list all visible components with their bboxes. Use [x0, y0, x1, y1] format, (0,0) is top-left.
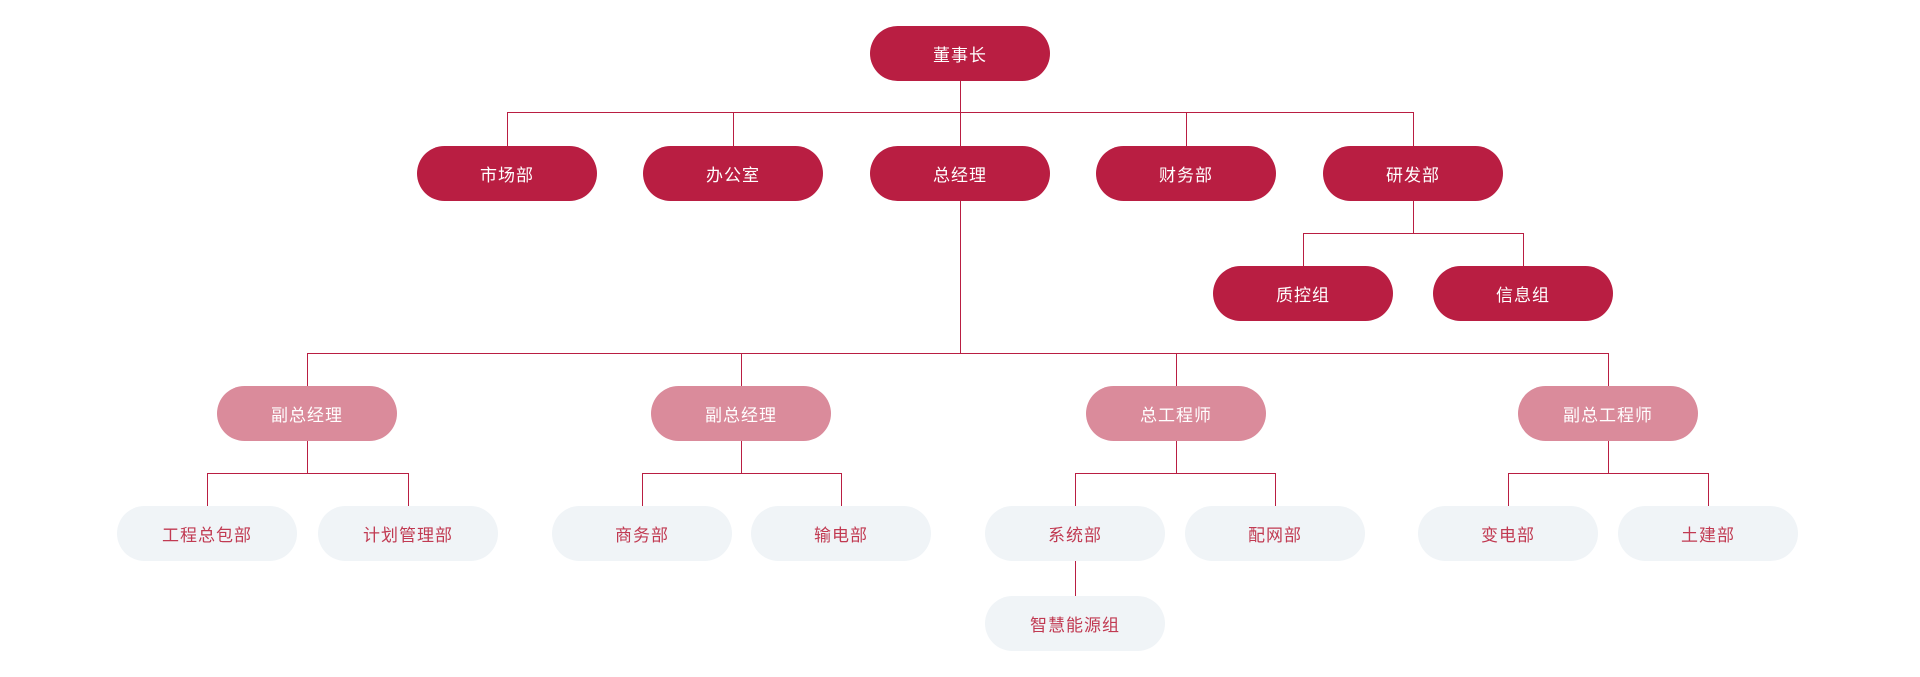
connector-line: [507, 112, 508, 146]
connector-line: [960, 81, 961, 112]
org-node-label: 副总工程师: [1563, 406, 1653, 425]
org-node-quality-control: 质控组: [1213, 266, 1393, 321]
connector-line: [307, 441, 308, 473]
org-node-label: 系统部: [1048, 526, 1102, 545]
org-node-civil: 土建部: [1618, 506, 1798, 561]
connector-line: [1523, 233, 1524, 266]
org-node-rnd: 研发部: [1323, 146, 1503, 201]
org-node-label: 商务部: [615, 526, 669, 545]
org-node-label: 财务部: [1159, 166, 1213, 185]
connector-line: [1075, 473, 1276, 474]
org-node-label: 配网部: [1248, 526, 1302, 545]
org-node-commerce: 商务部: [552, 506, 732, 561]
connector-line: [1413, 201, 1414, 233]
org-node-finance: 财务部: [1096, 146, 1276, 201]
org-node-label: 研发部: [1386, 166, 1440, 185]
connector-line: [1708, 473, 1709, 506]
connector-line: [1176, 353, 1177, 386]
org-node-transmission: 输电部: [751, 506, 931, 561]
org-node-general-manager: 总经理: [870, 146, 1050, 201]
connector-line: [1608, 353, 1609, 386]
org-node-deputy-gm-2: 副总经理: [651, 386, 831, 441]
connector-line: [1075, 561, 1076, 596]
org-node-label: 总经理: [933, 166, 987, 185]
connector-line: [1508, 473, 1709, 474]
connector-line: [307, 353, 308, 386]
connector-line: [307, 353, 1609, 354]
org-node-epc: 工程总包部: [117, 506, 297, 561]
org-node-system: 系统部: [985, 506, 1165, 561]
connector-line: [1186, 112, 1187, 146]
org-node-label: 市场部: [480, 166, 534, 185]
connector-line: [741, 353, 742, 386]
org-node-label: 副总经理: [705, 406, 777, 425]
connector-line: [841, 473, 842, 506]
org-node-planning: 计划管理部: [318, 506, 498, 561]
org-node-label: 土建部: [1681, 526, 1735, 545]
connector-line: [1303, 233, 1524, 234]
connector-line: [741, 441, 742, 473]
org-node-marketing: 市场部: [417, 146, 597, 201]
org-node-smart-energy: 智慧能源组: [985, 596, 1165, 651]
org-node-distribution: 配网部: [1185, 506, 1365, 561]
connector-line: [1075, 473, 1076, 506]
org-node-chairman: 董事长: [870, 26, 1050, 81]
org-node-label: 副总经理: [271, 406, 343, 425]
connector-line: [408, 473, 409, 506]
org-node-deputy-chief-engineer: 副总工程师: [1518, 386, 1698, 441]
connector-line: [207, 473, 208, 506]
org-node-label: 董事长: [933, 46, 987, 65]
connector-line: [1608, 441, 1609, 473]
org-node-label: 总工程师: [1140, 406, 1212, 425]
org-node-label: 变电部: [1481, 526, 1535, 545]
connector-line: [642, 473, 643, 506]
connector-line: [1303, 233, 1304, 266]
connector-line: [642, 473, 842, 474]
org-node-label: 办公室: [706, 166, 760, 185]
org-node-label: 质控组: [1276, 286, 1330, 305]
connector-line: [1176, 441, 1177, 473]
org-node-information: 信息组: [1433, 266, 1613, 321]
org-node-label: 工程总包部: [162, 526, 252, 545]
connector-line: [207, 473, 409, 474]
org-node-office: 办公室: [643, 146, 823, 201]
connector-line: [1413, 112, 1414, 146]
connector-line: [1275, 473, 1276, 506]
connector-line: [733, 112, 734, 146]
org-node-substation: 变电部: [1418, 506, 1598, 561]
connector-line: [960, 112, 961, 146]
org-node-label: 计划管理部: [363, 526, 453, 545]
org-node-chief-engineer: 总工程师: [1086, 386, 1266, 441]
org-node-label: 智慧能源组: [1030, 616, 1120, 635]
org-node-label: 信息组: [1496, 286, 1550, 305]
org-node-deputy-gm-1: 副总经理: [217, 386, 397, 441]
org-node-label: 输电部: [814, 526, 868, 545]
connector-line: [1508, 473, 1509, 506]
connector-line: [960, 201, 961, 353]
